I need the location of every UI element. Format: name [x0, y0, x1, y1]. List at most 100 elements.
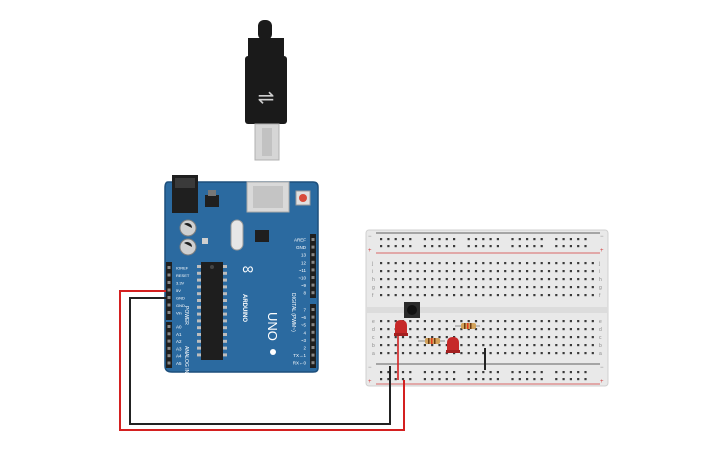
terminal-hole[interactable] — [511, 294, 514, 297]
terminal-hole[interactable] — [518, 328, 521, 331]
terminal-hole[interactable] — [489, 270, 492, 273]
rail-hole[interactable] — [482, 378, 485, 381]
terminal-hole[interactable] — [496, 328, 499, 331]
terminal-hole[interactable] — [533, 270, 536, 273]
terminal-hole[interactable] — [431, 320, 434, 323]
rail-hole[interactable] — [401, 371, 405, 374]
terminal-hole[interactable] — [387, 286, 390, 289]
terminal-hole[interactable] — [445, 344, 448, 347]
rail-hole[interactable] — [577, 378, 580, 381]
terminal-hole[interactable] — [460, 320, 463, 323]
terminal-hole[interactable] — [416, 294, 419, 297]
terminal-hole[interactable] — [526, 352, 529, 355]
rail-hole[interactable] — [445, 378, 448, 381]
rail-hole[interactable] — [380, 245, 383, 248]
terminal-hole[interactable] — [489, 278, 492, 281]
terminal-hole[interactable] — [533, 352, 536, 355]
terminal-hole[interactable] — [401, 262, 405, 265]
rail-hole[interactable] — [533, 245, 536, 248]
rail-hole[interactable] — [540, 371, 543, 374]
terminal-hole[interactable] — [438, 294, 441, 297]
terminal-hole[interactable] — [562, 320, 565, 323]
rail-hole[interactable] — [584, 245, 587, 248]
terminal-hole[interactable] — [460, 352, 463, 355]
terminal-hole[interactable] — [540, 278, 543, 281]
terminal-hole[interactable] — [460, 278, 463, 281]
terminal-hole[interactable] — [504, 294, 507, 297]
terminal-hole[interactable] — [562, 344, 565, 347]
rail-hole[interactable] — [401, 378, 405, 381]
digital-pin-hole[interactable] — [311, 238, 315, 241]
terminal-hole[interactable] — [394, 320, 397, 323]
terminal-hole[interactable] — [547, 336, 551, 339]
terminal-hole[interactable] — [496, 270, 499, 273]
terminal-hole[interactable] — [518, 294, 521, 297]
terminal-hole[interactable] — [423, 352, 426, 355]
terminal-hole[interactable] — [540, 262, 543, 265]
terminal-hole[interactable] — [453, 352, 456, 355]
terminal-hole[interactable] — [467, 328, 470, 331]
terminal-hole[interactable] — [584, 278, 587, 281]
rail-hole[interactable] — [518, 371, 521, 374]
analog-pin-hole[interactable] — [167, 346, 171, 350]
terminal-hole[interactable] — [453, 262, 456, 265]
terminal-hole[interactable] — [460, 270, 463, 273]
terminal-hole[interactable] — [533, 294, 536, 297]
rail-hole[interactable] — [394, 371, 397, 374]
terminal-hole[interactable] — [584, 286, 587, 289]
terminal-hole[interactable] — [577, 278, 580, 281]
terminal-hole[interactable] — [547, 262, 551, 265]
rail-hole[interactable] — [511, 245, 514, 248]
terminal-hole[interactable] — [511, 320, 514, 323]
terminal-hole[interactable] — [555, 320, 558, 323]
rail-hole[interactable] — [526, 378, 529, 381]
terminal-hole[interactable] — [401, 344, 405, 347]
terminal-hole[interactable] — [511, 278, 514, 281]
terminal-hole[interactable] — [438, 278, 441, 281]
rail-hole[interactable] — [511, 238, 514, 241]
terminal-hole[interactable] — [591, 344, 594, 347]
rail-hole[interactable] — [423, 245, 426, 248]
terminal-hole[interactable] — [387, 320, 390, 323]
terminal-hole[interactable] — [518, 262, 521, 265]
terminal-hole[interactable] — [482, 286, 485, 289]
terminal-hole[interactable] — [547, 352, 551, 355]
terminal-hole[interactable] — [496, 294, 499, 297]
rail-hole[interactable] — [569, 245, 572, 248]
terminal-hole[interactable] — [460, 336, 463, 339]
rail-hole[interactable] — [518, 238, 521, 241]
terminal-hole[interactable] — [518, 336, 521, 339]
terminal-hole[interactable] — [394, 270, 397, 273]
terminal-hole[interactable] — [540, 344, 543, 347]
terminal-hole[interactable] — [584, 262, 587, 265]
terminal-hole[interactable] — [504, 270, 507, 273]
terminal-hole[interactable] — [489, 294, 492, 297]
terminal-hole[interactable] — [533, 328, 536, 331]
power-pin-hole[interactable] — [167, 273, 171, 277]
terminal-hole[interactable] — [409, 320, 412, 323]
terminal-hole[interactable] — [394, 294, 397, 297]
terminal-hole[interactable] — [460, 344, 463, 347]
terminal-hole[interactable] — [387, 278, 390, 281]
terminal-hole[interactable] — [423, 278, 426, 281]
terminal-hole[interactable] — [555, 328, 558, 331]
rail-hole[interactable] — [533, 378, 536, 381]
terminal-hole[interactable] — [380, 294, 383, 297]
terminal-hole[interactable] — [584, 294, 587, 297]
terminal-hole[interactable] — [409, 278, 412, 281]
rail-hole[interactable] — [526, 238, 529, 241]
terminal-hole[interactable] — [518, 320, 521, 323]
terminal-hole[interactable] — [380, 270, 383, 273]
terminal-hole[interactable] — [387, 336, 390, 339]
rail-hole[interactable] — [489, 378, 492, 381]
terminal-hole[interactable] — [394, 344, 397, 347]
terminal-hole[interactable] — [474, 344, 478, 347]
terminal-hole[interactable] — [511, 336, 514, 339]
terminal-hole[interactable] — [482, 294, 485, 297]
terminal-hole[interactable] — [591, 320, 594, 323]
power-pin-hole[interactable] — [167, 266, 171, 269]
rail-hole[interactable] — [577, 238, 580, 241]
terminal-hole[interactable] — [380, 344, 383, 347]
terminal-hole[interactable] — [504, 262, 507, 265]
